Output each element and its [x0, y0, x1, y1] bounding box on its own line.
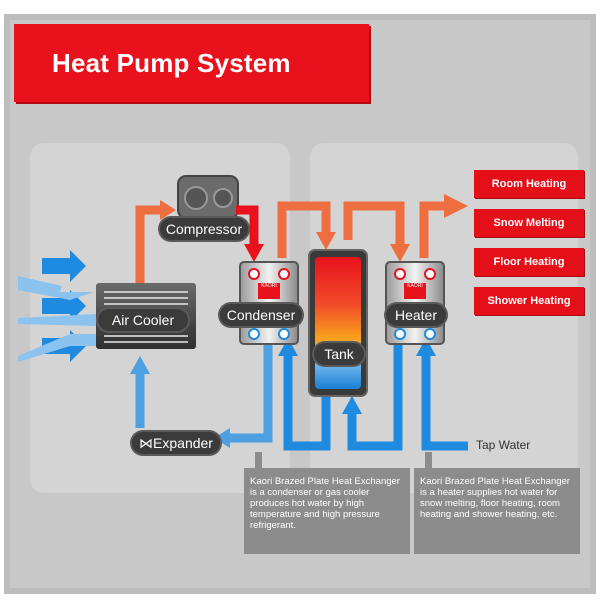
compressor-label: Compressor — [160, 218, 248, 240]
air-arrow-solid-1 — [42, 250, 86, 282]
heater-plate — [385, 261, 445, 345]
condenser-label: Condenser — [220, 304, 302, 326]
arrow-up-to-heater — [416, 338, 436, 356]
pipe-tank-to-heater — [343, 201, 405, 248]
expander-valve: ⋈Expander — [132, 432, 220, 454]
compressor-unit — [177, 175, 239, 219]
incoming-air-arrows — [18, 250, 96, 362]
pipe-tank-to-condenser — [283, 352, 331, 451]
air-cooler-label: Air Cooler — [98, 309, 188, 331]
arrow-to-condenser — [244, 244, 264, 262]
condenser-brand-tag: KAORI — [258, 283, 280, 299]
arrow-to-compressor — [160, 200, 176, 220]
air-cooler-fins — [104, 291, 188, 343]
tap-water-label: Tap Water — [476, 438, 531, 452]
pipe-condenser-to-tank — [277, 201, 331, 258]
output-snow-melting[interactable]: Snow Melting — [474, 209, 584, 237]
pipe-heater-to-tank — [347, 344, 403, 451]
condenser-note: Kaori Brazed Plate Heat Exchanger is a c… — [244, 468, 410, 554]
arrow-to-expander — [214, 428, 230, 448]
air-arrow-light-3 — [18, 334, 96, 362]
output-shower-heating[interactable]: Shower Heating — [474, 287, 584, 315]
pipe-tap-water — [421, 352, 468, 451]
arrow-to-heater — [390, 244, 410, 262]
tank-label: Tank — [314, 343, 364, 365]
output-room-heating[interactable]: Room Heating — [474, 170, 584, 198]
expander-icon: ⋈ — [139, 435, 154, 451]
arrow-to-cooler — [130, 356, 150, 374]
expander-label: Expander — [153, 435, 213, 451]
pipe-cooler-to-compressor — [135, 205, 166, 283]
heater-brand-tag: KAORI — [404, 283, 426, 299]
tank-vessel — [308, 249, 368, 397]
pipe-heater-to-outputs — [419, 201, 448, 258]
condenser-plate — [239, 261, 299, 345]
air-arrow-light-1 — [18, 276, 94, 300]
heater-label: Heater — [386, 304, 446, 326]
pipe-compressor-to-condenser — [236, 205, 259, 248]
arrow-up-to-tank — [342, 396, 362, 414]
pipe-condenser-to-expander — [222, 344, 273, 443]
page-title: Heat Pump System — [52, 48, 291, 78]
arrow-to-tank — [316, 232, 336, 250]
heater-note: Kaori Brazed Plate Heat Exchanger is a h… — [414, 468, 580, 554]
title-banner: Heat Pump System — [14, 24, 369, 102]
air-arrow-light-2 — [18, 314, 96, 326]
arrow-to-outputs — [444, 194, 468, 218]
output-floor-heating[interactable]: Floor Heating — [474, 248, 584, 276]
arrow-up-to-condenser — [278, 338, 298, 356]
